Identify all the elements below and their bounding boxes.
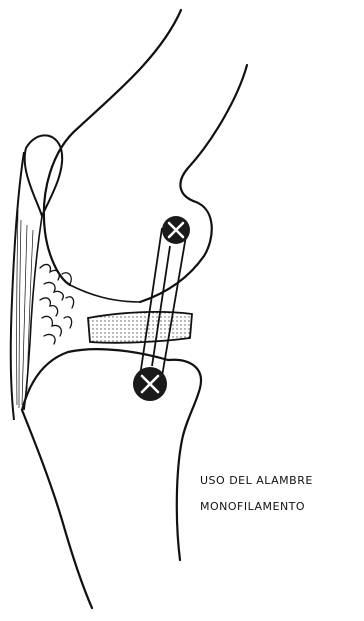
- tendon-fibers: [17, 210, 33, 408]
- meniscus: [88, 312, 192, 343]
- caption-line-1: USO DEL ALAMBRE: [200, 474, 313, 487]
- femur-condyle-base: [70, 285, 140, 302]
- patellar-tendon-outer: [11, 152, 24, 420]
- upper-anchor: [162, 216, 190, 244]
- caption-line-2: MONOFILAMENTO: [200, 500, 305, 513]
- tibia-plateau: [168, 360, 201, 560]
- tibia-front-shaft: [22, 410, 92, 608]
- monofilament-wire: [140, 228, 186, 388]
- fat-pad: [40, 265, 74, 344]
- lower-anchor: [133, 367, 167, 401]
